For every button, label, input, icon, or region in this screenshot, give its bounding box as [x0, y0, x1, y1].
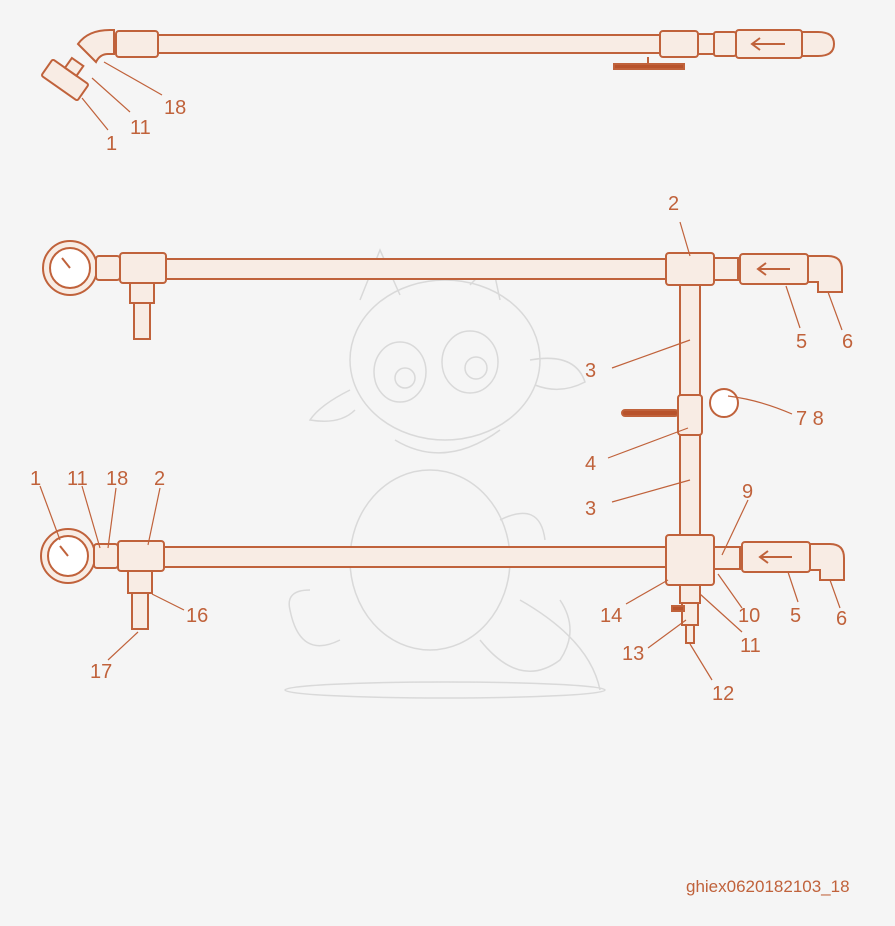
- elbow-outlet-middle: [807, 255, 843, 293]
- valve-handle-top: [613, 63, 685, 70]
- callout-11-bottom-left: 11: [67, 468, 88, 490]
- tee-fitting-middle-left: [119, 252, 167, 284]
- pressure-gauge-top: [41, 56, 89, 102]
- leader-lines: [39, 61, 843, 681]
- callout-2-middle: 2: [668, 193, 679, 215]
- middle-assembly: [42, 240, 843, 536]
- callout-14: 14: [600, 605, 622, 627]
- flow-arrow: [750, 37, 785, 51]
- callout-9: 9: [742, 481, 753, 503]
- callout-10: 10: [738, 605, 760, 627]
- tee-fitting-middle-right: [665, 252, 715, 286]
- callout-2-bottom: 2: [154, 468, 165, 490]
- valve-wheel: [709, 388, 739, 418]
- callout-6-bottom: 6: [836, 608, 847, 630]
- callout-5-middle: 5: [796, 331, 807, 353]
- callout-1-top: 1: [106, 133, 117, 155]
- callout-3-lower: 3: [585, 498, 596, 520]
- callout-13: 13: [622, 643, 644, 665]
- callout-7-8: 7 8: [796, 408, 824, 430]
- callout-5-bottom: 5: [790, 605, 801, 627]
- callout-6-middle: 6: [842, 331, 853, 353]
- dragon-mascot-icon: [284, 248, 606, 699]
- callout-12: 12: [712, 683, 734, 705]
- pipe-bottom: [163, 546, 667, 568]
- elbow-fitting: [76, 29, 115, 64]
- callout-3-upper: 3: [585, 360, 596, 382]
- pipe-top: [157, 34, 661, 54]
- callout-11-top: 11: [130, 117, 151, 139]
- tee-fitting-bottom-left: [117, 540, 165, 572]
- callout-labels: 1 11 18 2 3 4 5 6 7 8 1 11 18 2 16 17 3 …: [30, 97, 853, 705]
- bottom-assembly: [40, 528, 845, 644]
- nipple-top: [697, 33, 715, 55]
- elbow-outlet-bottom: [809, 543, 845, 581]
- top-assembly: [41, 29, 836, 102]
- callout-1-bottom: 1: [30, 468, 41, 490]
- nut-fitting: [115, 30, 159, 58]
- elbow-outlet-top: [801, 31, 836, 57]
- callout-4: 4: [585, 453, 596, 475]
- vertical-pipe-lower: [679, 434, 701, 536]
- pipe-middle: [165, 258, 667, 280]
- tee-fitting-top: [659, 30, 699, 58]
- callout-16: 16: [186, 605, 208, 627]
- valve-handle-middle: [621, 409, 679, 417]
- cross-fitting-bottom-right: [665, 534, 715, 586]
- callout-18-bottom: 18: [106, 468, 128, 490]
- callout-18-top: 18: [164, 97, 186, 119]
- ball-valve: [677, 394, 703, 436]
- footer-code: ghiex0620182103_18: [686, 877, 850, 896]
- callout-17: 17: [90, 661, 112, 683]
- coupling-top: [713, 31, 737, 57]
- callout-11-bottom-right: 11: [740, 635, 761, 657]
